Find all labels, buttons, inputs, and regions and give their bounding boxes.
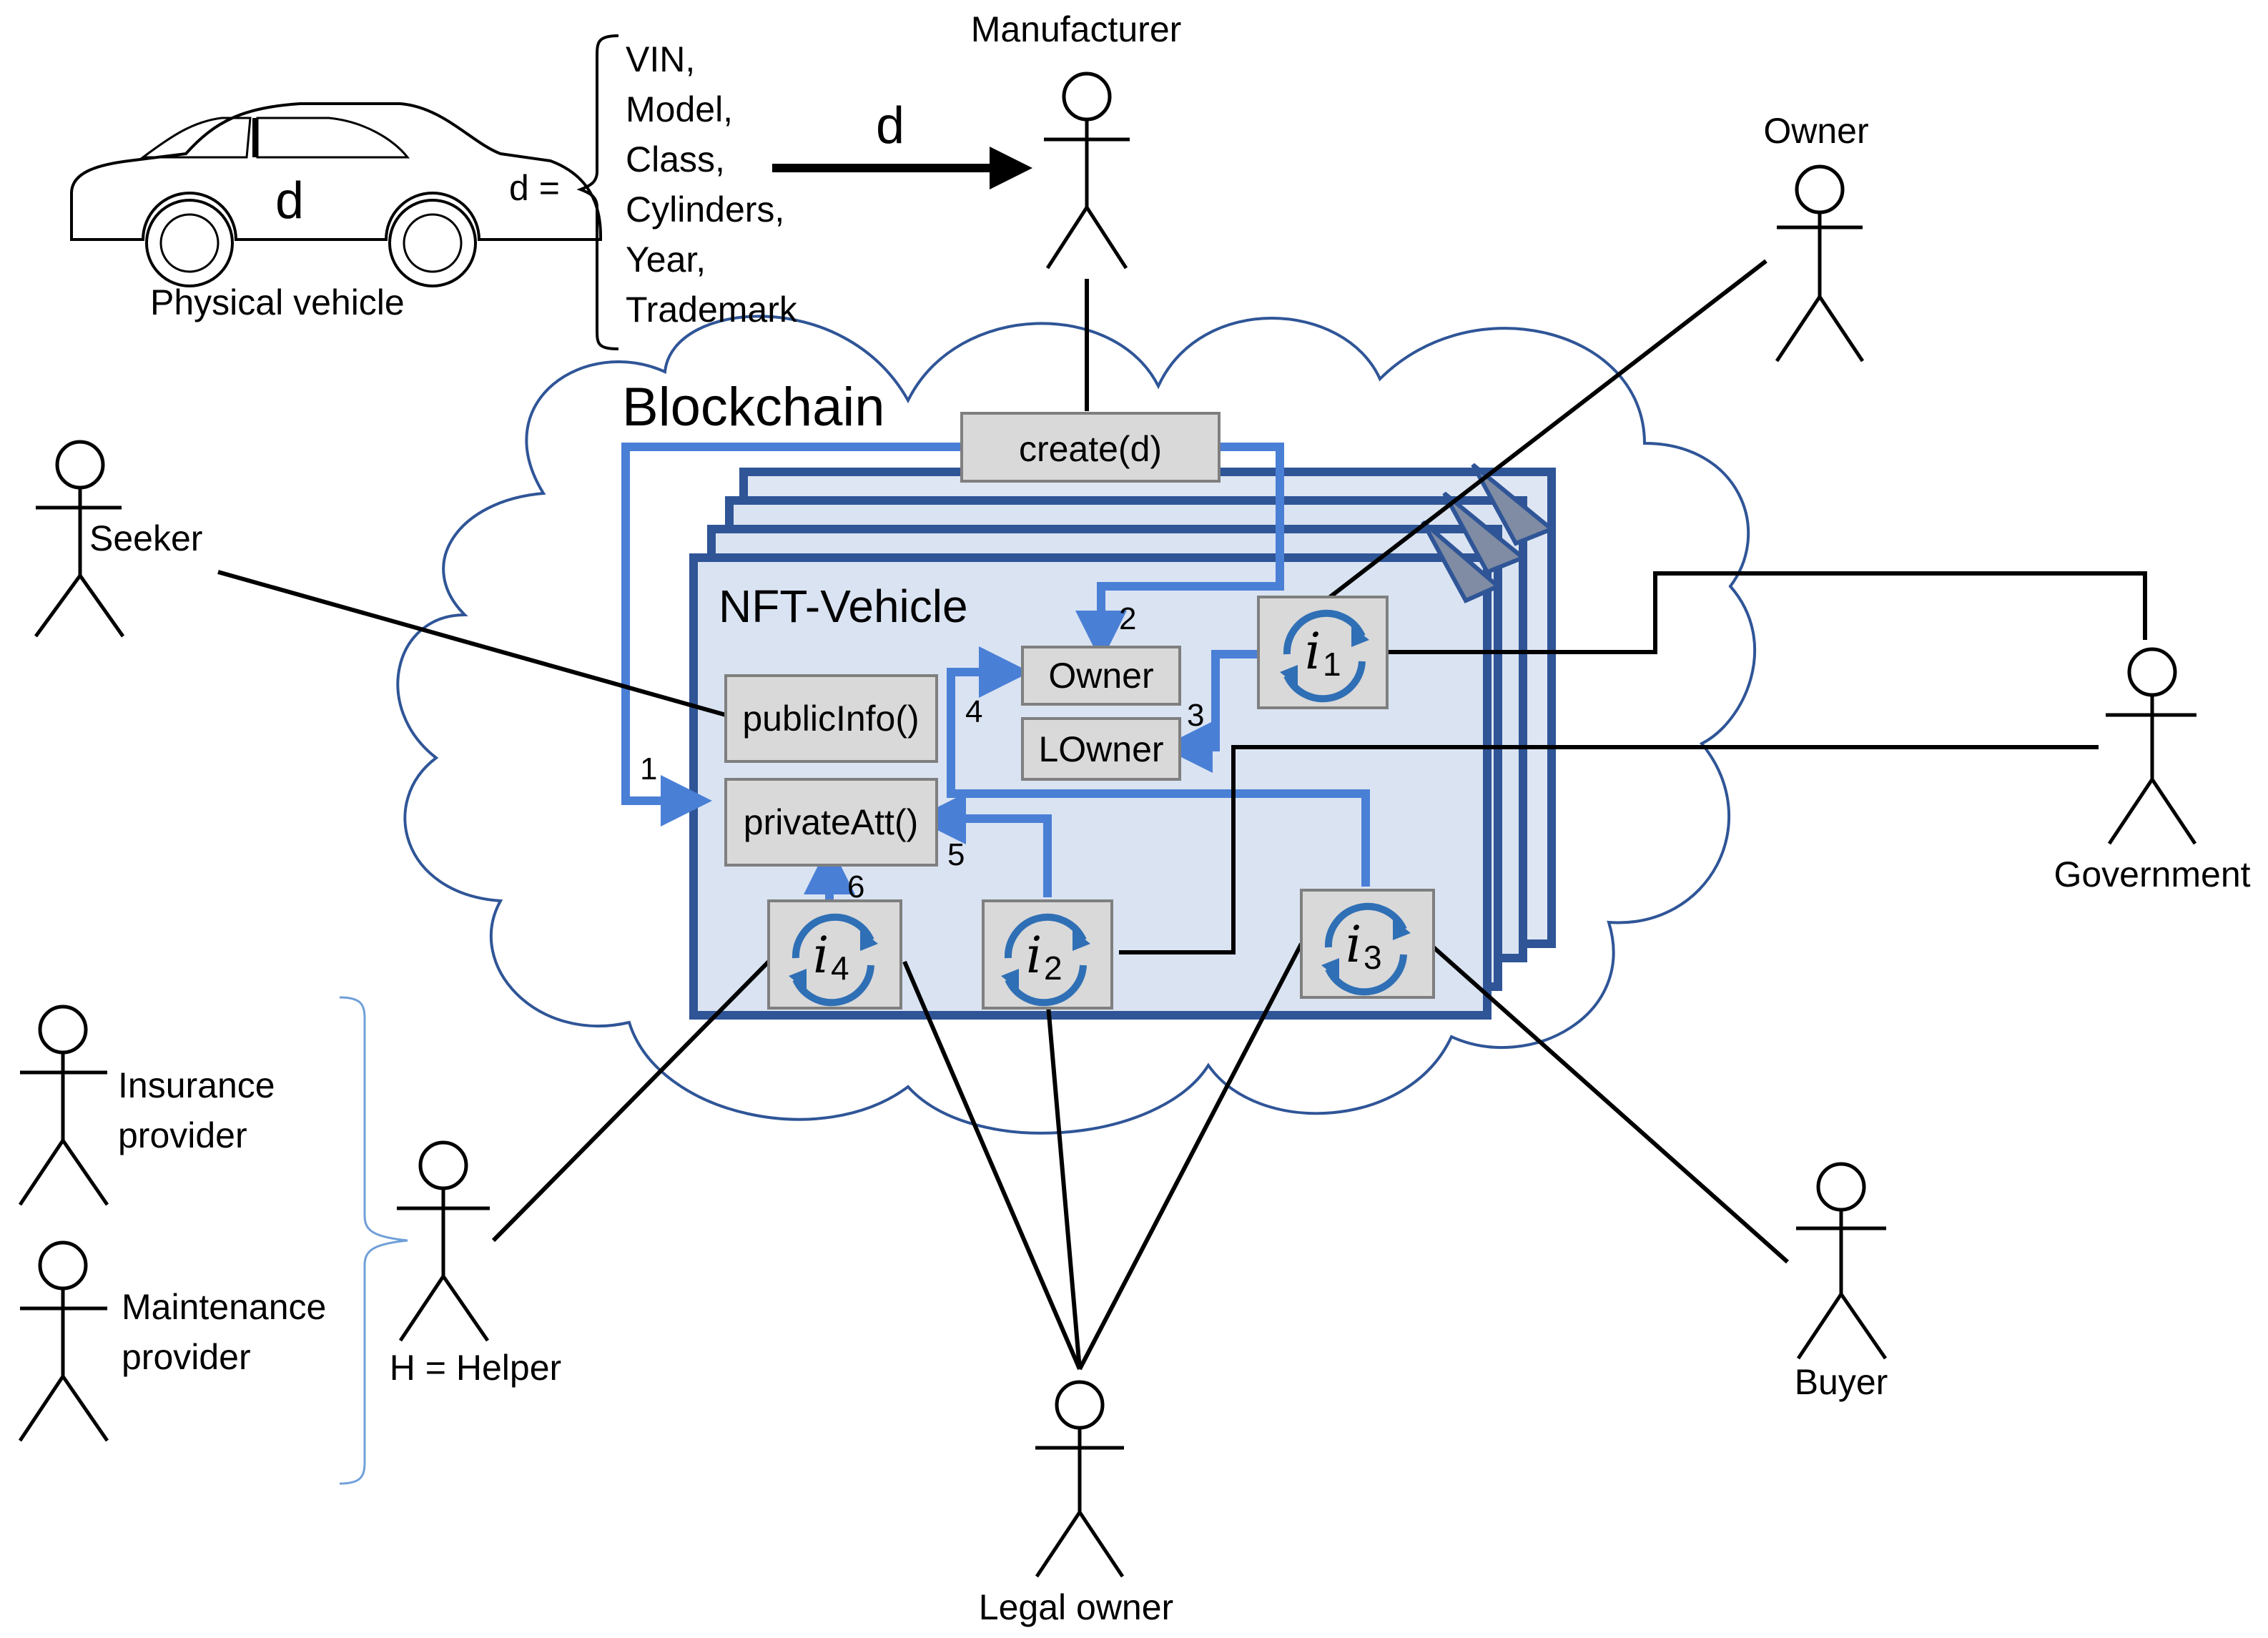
field-trademark: Trademark <box>626 290 798 330</box>
d-equals-label: d = <box>509 168 560 208</box>
step-4-label: 4 <box>965 694 982 729</box>
interface-i4[interactable]: i 4 <box>767 899 902 1010</box>
conn-seeker-public <box>217 570 726 717</box>
sync-icon <box>1001 913 1090 1007</box>
card-fold-3 <box>1471 463 1556 546</box>
owner-field-label: Owner <box>1048 656 1153 696</box>
blockchain-title: Blockchain <box>622 377 885 438</box>
conn-government-i1 <box>1387 571 2147 654</box>
nft-vehicle-title: NFT-Vehicle <box>719 581 968 632</box>
field-vin: VIN, <box>626 39 695 79</box>
interface-i3-sub: 3 <box>1364 939 1382 976</box>
interface-i4-sub: 4 <box>831 949 849 987</box>
insurance-label-1: Insurance <box>118 1065 275 1105</box>
card-fold-2 <box>1442 491 1527 575</box>
manufacturer-label: Manufacturer <box>971 9 1182 49</box>
interface-i1-sub: 1 <box>1323 646 1341 683</box>
step-3-label: 3 <box>1187 698 1204 733</box>
field-model: Model, <box>626 89 733 129</box>
field-list: VIN, Model, Class, Cylinders, Year, Trad… <box>626 39 798 330</box>
flow-1-arrow <box>621 443 962 827</box>
sync-icon <box>789 913 878 1007</box>
lowner-box: LOwner <box>1021 717 1181 781</box>
create-label: create(d) <box>1019 429 1162 469</box>
field-cylinders: Cylinders, <box>626 189 784 230</box>
flow-2-arrow <box>1075 443 1284 662</box>
owner-actor-label: Owner <box>1763 111 1868 151</box>
flow-5-arrow <box>914 793 1052 897</box>
interface-i4-letter: i <box>813 926 829 985</box>
owner-actor-icon <box>1775 164 1865 362</box>
interface-i3[interactable]: i 3 <box>1300 889 1435 999</box>
step-1-label: 1 <box>640 751 657 786</box>
government-actor-icon <box>2106 647 2197 845</box>
curly-brace <box>576 34 619 350</box>
interface-i2[interactable]: i 2 <box>982 899 1113 1010</box>
manufacturer-actor-icon <box>1044 71 1130 270</box>
conn-owner-i1 <box>1328 259 1767 599</box>
public-info-label: publicInfo() <box>742 699 919 739</box>
car-icon <box>70 102 602 287</box>
interface-i1[interactable]: i 1 <box>1257 596 1389 709</box>
helper-group-brace <box>339 996 408 1485</box>
legal-owner-label: Legal owner <box>979 1587 1173 1627</box>
field-year: Year, <box>626 240 706 280</box>
conn-legal-i4 <box>902 960 1082 1371</box>
private-att-box[interactable]: privateAtt() <box>724 778 938 867</box>
maintenance-actor-icon <box>18 1240 109 1442</box>
legal-owner-actor-icon <box>1035 1380 1125 1578</box>
step-5-label: 5 <box>947 837 965 872</box>
interface-i2-letter: i <box>1026 926 1042 985</box>
conn-buyer-i3 <box>1432 945 1789 1264</box>
step-6-label: 6 <box>847 869 864 904</box>
step-2-label: 2 <box>1119 601 1136 636</box>
insurance-label-2: provider <box>118 1115 247 1155</box>
helper-label: H = Helper <box>390 1348 561 1388</box>
interface-i2-sub: 2 <box>1044 949 1062 987</box>
public-info-box[interactable]: publicInfo() <box>724 674 938 763</box>
card-fold-1 <box>1421 520 1502 603</box>
interface-i1-letter: i <box>1305 622 1321 681</box>
create-box[interactable]: create(d) <box>960 412 1221 483</box>
private-att-label: privateAtt() <box>744 802 919 842</box>
seeker-label: Seeker <box>89 518 202 558</box>
insurance-actor-icon <box>18 1005 109 1206</box>
sync-icon <box>1280 609 1369 703</box>
maintenance-label-1: Maintenance <box>122 1287 326 1327</box>
physical-vehicle-label: Physical vehicle <box>150 282 405 322</box>
government-label: Government <box>2053 854 2250 894</box>
helper-actor-icon <box>397 1140 490 1342</box>
flow-arrows <box>621 443 1370 908</box>
maintenance-label-2: provider <box>122 1337 251 1377</box>
d-arrow-label: d <box>876 97 904 154</box>
interface-i3-letter: i <box>1346 915 1361 974</box>
buyer-label: Buyer <box>1795 1362 1888 1402</box>
field-class: Class, <box>626 139 725 179</box>
flow-3-arrow <box>1161 650 1258 773</box>
sync-icon <box>1321 902 1411 996</box>
lowner-field-label: LOwner <box>1038 729 1163 769</box>
actor-connectors <box>217 259 2147 1371</box>
owner-box: Owner <box>1021 646 1181 706</box>
conn-legal-i2 <box>1045 997 1082 1370</box>
conn-helper-i4 <box>491 959 771 1243</box>
buyer-actor-icon <box>1796 1162 1888 1360</box>
conn-legal-i3 <box>1078 942 1303 1371</box>
seeker-actor-icon <box>34 440 125 638</box>
conn-government-i2 <box>1119 745 2099 954</box>
step-numbers: 1 2 3 4 5 6 <box>640 601 1204 904</box>
car-d-label: d <box>275 172 304 230</box>
